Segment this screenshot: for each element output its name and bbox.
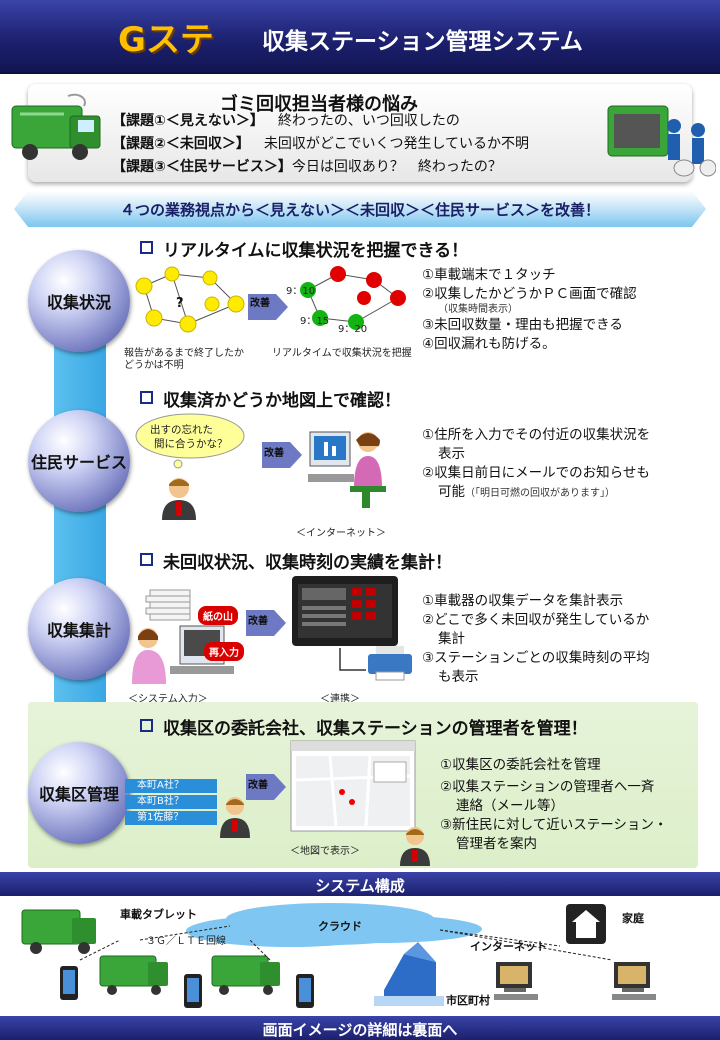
list-item-cont: も表示 — [438, 669, 479, 685]
issue-tag: 【課題③＜住民サービス＞】 — [112, 159, 292, 175]
list-item: ③新住民に対して近いステーション・ — [440, 817, 668, 833]
unknown-status-diagram — [135, 266, 245, 333]
bubble-text: 出すの忘れた — [150, 424, 213, 436]
list-item: ②どこで多く未回収が発生しているか — [422, 612, 650, 628]
question-mark: ? — [176, 296, 184, 311]
home-label: 家庭 — [622, 912, 644, 925]
footer-bar — [0, 1016, 720, 1040]
section-4-title: 収集区の委託会社、収集ステーションの管理者を管理！ — [140, 714, 588, 739]
admin-person-icon — [400, 827, 430, 866]
system-bar — [0, 872, 720, 896]
tablet-label: 車載タブレット — [120, 908, 197, 921]
time-label: 9：10 — [286, 286, 316, 297]
list-item: ①車載器の収集データを集計表示 — [422, 593, 624, 609]
manager-person-icon — [220, 797, 250, 838]
list-item: ②収集日前日にメールでのお知らせも — [422, 465, 650, 481]
issue-tag: 【課題②＜未回収＞】 — [112, 136, 250, 152]
issue-1: 【課題①＜見えない＞】終わったの、いつ回収したの — [112, 110, 460, 130]
section-2-title: 収集済かどうか地図上で確認！ — [140, 386, 401, 411]
list-item-note: （「明日可燃の回収があります」） — [465, 488, 615, 499]
company-tag: 第1佐藤？ — [125, 811, 217, 825]
building-icon — [374, 942, 444, 1006]
footer-text: 画面イメージの詳細は裏面へ — [262, 1021, 458, 1039]
internet-user-icon — [308, 431, 386, 508]
manual-entry-icon — [132, 589, 234, 684]
list-item-cont: 表示 — [438, 446, 465, 462]
improve-label: 改善 — [264, 448, 284, 459]
thought-bubble-icon — [135, 413, 245, 469]
time-label: 9：20 — [338, 324, 368, 335]
list-item: ④回収漏れも防げる。 — [422, 336, 556, 352]
list-item-cont: 集計 — [438, 631, 465, 647]
section-1-list: ①車載端末で１タッチ ②収集したかどうかＰＣ画面で確認 （収集時間表示） ③未回… — [422, 266, 637, 354]
collection-workers-icon — [607, 105, 716, 177]
caption-internet: ＜インターネット＞ — [296, 528, 386, 539]
home-icon — [566, 904, 606, 944]
company-tag: 本町B社？ — [125, 795, 217, 809]
issue-desc: 終わったの、いつ回収したの — [277, 113, 460, 129]
improvement-banner — [14, 191, 706, 227]
list-item-cont: 連絡（メール等） — [456, 798, 564, 814]
circle-collection-totals: 収集集計 — [28, 578, 130, 680]
section-2-list: ①住所を入力でその付近の収集状況を 表示 ②収集日前日にメールでのお知らせも 可… — [422, 426, 650, 503]
issue-tag: 【課題①＜見えない＞】 — [112, 113, 264, 129]
municipality-label: 市区町村 — [446, 994, 490, 1007]
circle-resident-service: 住民サービス — [28, 410, 130, 512]
improve-label: 改善 — [248, 780, 268, 791]
network-label: ３Ｇ／ＬＴＥ回線 — [146, 936, 226, 947]
issue-3: 【課題③＜住民サービス＞】今日は回収あり？ 終わったの？ — [112, 156, 502, 176]
section-4-list: ①収集区の委託会社を管理 ②収集ステーションの管理者へ一斉 連絡（メール等） ③… — [440, 756, 667, 854]
paper-pile-label: 紙の山 — [198, 606, 238, 625]
internet-label: インターネット — [470, 940, 547, 953]
system-name: 収集ステーション管理システム — [262, 29, 583, 55]
issue-desc: 未回収がどこでいくつ発生しているか不明 — [263, 136, 530, 152]
caption-integration: ＜連携＞ — [320, 694, 360, 705]
section-3-title: 未回収状況、収集時刻の実績を集計！ — [140, 548, 452, 573]
cloud-shape — [222, 905, 438, 945]
improve-label: 改善 — [248, 616, 268, 627]
garbage-truck-icon — [11, 93, 101, 160]
company-tag: 本町A社？ — [125, 779, 217, 793]
caption-after: リアルタイムで収集状況を把握 — [272, 348, 412, 359]
worry-panel — [28, 84, 692, 182]
reentry-label: 再入力 — [204, 642, 244, 661]
system-title: システム構成 — [315, 877, 405, 895]
list-item: ①住所を入力でその付近の収集状況を — [422, 427, 651, 443]
time-label: 9：15 — [300, 316, 330, 327]
tablet-screen-icon — [292, 576, 412, 681]
issue-2: 【課題②＜未回収＞】未回収がどこでいくつ発生しているか不明 — [112, 133, 529, 153]
list-item: ③ステーションごとの収集時刻の平均 — [422, 650, 650, 666]
circle-district-management: 収集区管理 — [28, 742, 130, 844]
section-3-list: ①車載器の収集データを集計表示 ②どこで多く未回収が発生しているか 集計 ③ステ… — [422, 592, 650, 687]
list-item-cont: 管理者を案内 — [456, 836, 537, 852]
list-item-note: （収集時間表示） — [438, 304, 518, 315]
section-1-title: リアルタイムに収集状況を把握できる！ — [140, 236, 468, 261]
map-screen-icon — [290, 740, 416, 832]
caption-system-input: ＜システム入力＞ — [128, 694, 208, 705]
caption-map: ＜地図で表示＞ — [290, 846, 360, 857]
resident-person-icon — [162, 478, 196, 520]
logo: Gステ — [118, 20, 214, 60]
realtime-status-diagram — [300, 266, 406, 330]
banner-text: ４つの業務視点から＜見えない＞＜未回収＞＜住民サービス＞を改善！ — [119, 201, 600, 219]
circle-collection-status: 収集状況 — [28, 250, 130, 352]
worry-title: ゴミ回収担当者様の悩み — [220, 94, 418, 115]
list-item: ②収集ステーションの管理者へ一斉 — [440, 779, 655, 795]
cloud-label: クラウド — [318, 920, 362, 933]
caption-before: 報告があるまで終了したか — [124, 348, 244, 359]
improve-label: 改善 — [250, 298, 270, 309]
list-item: ①収集区の委託会社を管理 — [440, 757, 601, 773]
list-item-cont: 可能 — [438, 484, 465, 500]
issue-desc: 今日は回収あり？ 終わったの？ — [291, 159, 502, 175]
list-item: ②収集したかどうかＰＣ画面で確認 — [422, 286, 637, 302]
caption-before: どうかは不明 — [124, 360, 184, 371]
list-item: ③未回収数量・理由も把握できる — [422, 317, 623, 333]
bubble-text: 間に合うかな？ — [154, 438, 228, 450]
pc-icon — [494, 962, 656, 1000]
system-diagram — [21, 904, 656, 1008]
header-bar — [0, 0, 720, 74]
garbage-truck-icon — [21, 909, 96, 954]
list-item: ①車載端末で１タッチ — [422, 267, 556, 283]
